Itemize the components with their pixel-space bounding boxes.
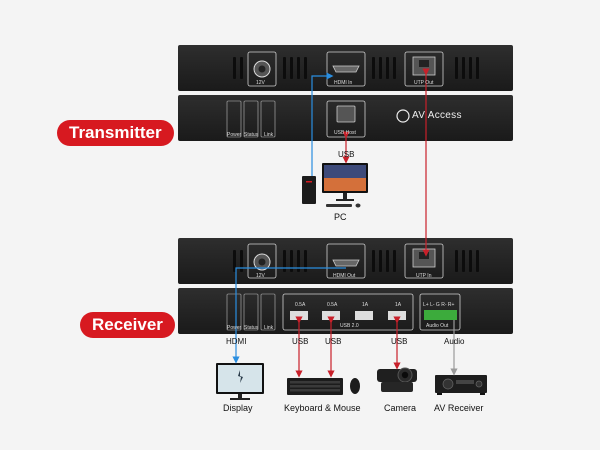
camera-icon — [377, 367, 417, 392]
port-link-tx: Link — [264, 132, 274, 138]
port-link-rx: Link — [264, 325, 274, 331]
pc-label: PC — [334, 212, 347, 222]
port-usb-05a-2: 0.5A — [327, 302, 338, 308]
pc-icon — [302, 163, 368, 208]
port-power-tx: Power — [227, 132, 242, 138]
port-usb-1a-2: 1A — [395, 302, 402, 308]
port-status-tx: Status — [244, 132, 259, 138]
display-label: Display — [223, 403, 253, 413]
port-utp-out: UTP Out — [414, 80, 434, 86]
usb-label-rx-1: USB — [292, 337, 309, 346]
port-power-rx: Power — [227, 325, 242, 331]
audio-label: Audio — [444, 337, 465, 346]
port-usb-05a-1: 0.5A — [295, 302, 306, 308]
display-monitor-icon — [216, 363, 264, 400]
transmitter-tag: Transmitter — [57, 120, 174, 146]
hdmi-label-rx: HDMI — [226, 337, 247, 346]
port-usb-1a-1: 1A — [362, 302, 369, 308]
port-usb-host: USB Host — [334, 130, 356, 136]
rx-hdmi-line — [232, 267, 346, 364]
brand-name: AV Access — [412, 110, 462, 121]
port-utp-in: UTP In — [416, 273, 432, 279]
av-receiver-icon — [435, 375, 487, 395]
port-status-rx: Status — [244, 325, 259, 331]
receiver-tag: Receiver — [80, 312, 175, 338]
usb-label-tx: USB — [338, 150, 355, 159]
port-usb-group: USB 2.0 — [340, 323, 359, 329]
usb-label-rx-2: USB — [325, 337, 342, 346]
port-audio-pins: L+ L- G R- R+ — [423, 302, 455, 308]
receiver-front-panel — [178, 288, 513, 334]
av-receiver-label: AV Receiver — [434, 403, 484, 413]
port-12v-rx: 12V — [256, 273, 265, 279]
usb-label-rx-3: USB — [391, 337, 408, 346]
camera-label: Camera — [384, 403, 417, 413]
mouse-icon — [350, 378, 360, 394]
port-12v-tx: 12V — [256, 80, 265, 86]
pc-tower-icon — [302, 176, 316, 204]
keyboard-icon — [287, 378, 343, 395]
port-audio-out: Audio Out — [426, 323, 449, 329]
port-hdmi-in: HDMI In — [334, 80, 353, 86]
keyboard-mouse-label: Keyboard & Mouse — [284, 403, 361, 413]
monitor-icon — [322, 163, 368, 201]
av-access-logo-icon — [396, 109, 410, 123]
port-hdmi-out: HDMI Out — [333, 273, 356, 279]
tx-hdmi-line — [311, 72, 334, 176]
